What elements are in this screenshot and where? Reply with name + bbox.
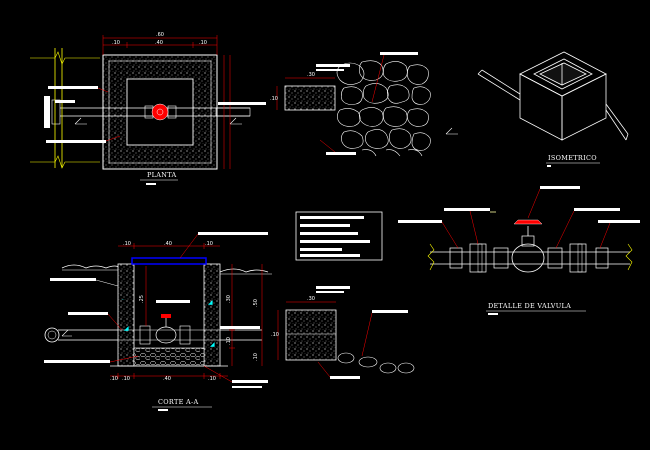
- svg-text:◢: ◢: [208, 299, 213, 306]
- slab-top-label-1: [316, 64, 350, 67]
- section-dim-right-total: .50: [253, 299, 259, 307]
- gravel-label: [380, 52, 418, 55]
- section-wall-left: [117, 263, 135, 367]
- plan-pipe-out: [215, 107, 251, 117]
- section-gravel-bed: [133, 347, 205, 367]
- plan-valve-handwheel: [151, 103, 169, 121]
- plan-break-line-bottom: [30, 155, 100, 169]
- section-dim-height: .25: [139, 295, 145, 303]
- gravel-detail: [336, 60, 431, 157]
- iso-left-face: [519, 73, 563, 141]
- slab-top-block: [284, 85, 336, 111]
- slab-bottom-label-3: [330, 376, 360, 379]
- plan-dim-left: .10: [112, 40, 120, 46]
- slab-bottom-side: .10: [271, 332, 279, 338]
- plan-box-inner-line: [126, 78, 194, 146]
- plan-dim-right: .10: [199, 40, 207, 46]
- plan-label-4: [218, 102, 266, 105]
- iso-right-face: [561, 73, 607, 141]
- section-union-left: [139, 325, 151, 345]
- section-dim-right-low: .10: [253, 353, 259, 361]
- slab-top-side: .10: [270, 96, 278, 102]
- section-label-base: [232, 380, 268, 383]
- section-valve-handwheel: [161, 314, 171, 318]
- slab-bottom-label-1: [316, 286, 350, 289]
- section-label-ground: [50, 278, 96, 281]
- plan-title: PLANTA: [147, 171, 177, 179]
- section-dim-right-mid: .10: [226, 337, 232, 345]
- section-dim-bot-right: .10: [208, 376, 216, 382]
- valve-adapter-right: [595, 247, 609, 269]
- plan-label-1: [48, 86, 98, 89]
- svg-text:◢: ◢: [210, 341, 215, 348]
- plan-label-3: [46, 140, 106, 143]
- section-dim-right-upper: .30: [226, 295, 232, 303]
- isometric-title: ISOMETRICO: [548, 154, 597, 162]
- valve-nipple-left: [493, 247, 509, 269]
- section-dim-top-left: .10: [123, 241, 131, 247]
- plan-dim-total: .60: [156, 32, 164, 38]
- section-wall-right: [203, 263, 221, 367]
- section-title: CORTE A-A: [158, 398, 199, 406]
- valve-body: [511, 243, 545, 273]
- plan-view: .60 .10 .40 .10 PLANTA: [30, 32, 266, 185]
- slab-detail-bottom: .30 .10: [271, 286, 415, 379]
- plan-main-pipe-cap: [44, 96, 50, 128]
- plan-break-line-top: [30, 51, 100, 65]
- section-marker-a-left: [74, 117, 87, 125]
- plan-valve-hub: [156, 108, 164, 116]
- slab-detail-top: .30 .10: [270, 64, 356, 155]
- slab-top-label-2: [326, 152, 356, 155]
- isometric-view: [477, 51, 629, 141]
- iso-top-opening: [533, 58, 593, 90]
- ground-line: [61, 264, 269, 273]
- plan-box-frame: [108, 60, 212, 164]
- section-dim-top-right: .10: [205, 241, 213, 247]
- svg-text:.: .: [122, 295, 124, 302]
- slab-bottom-block: [285, 309, 337, 361]
- svg-text:◢: ◢: [124, 325, 129, 332]
- section-lid: [131, 257, 207, 265]
- valve-adapter-left: [449, 247, 463, 269]
- section-view: . ◢ ◢ ◢ .10 .40 .10 .10 .10 .40 .10 .25 …: [44, 232, 272, 388]
- section-valve-body: [155, 326, 177, 344]
- notes-box: [295, 211, 383, 261]
- section-dim-top-center: .40: [164, 241, 172, 247]
- valve-handwheel: [513, 219, 543, 225]
- plan-dim-center: .40: [155, 40, 163, 46]
- section-label-pipe-right: [220, 326, 260, 329]
- section-union-right: [179, 325, 191, 345]
- section-dim-bot-left: .10: [110, 376, 118, 382]
- section-main-pipe: [44, 327, 60, 343]
- section-label-gravel: [44, 360, 110, 363]
- valve-detail: [398, 186, 640, 273]
- section-label-lid: [198, 232, 268, 235]
- slab-bottom-width: .30: [307, 296, 315, 302]
- plan-tee-fitting: [51, 99, 61, 125]
- valve-detail-title: DETALLE DE VALVULA: [488, 302, 571, 310]
- section-dim-bot-mid: .10: [122, 376, 130, 382]
- slab-bottom-label-2: [372, 310, 408, 313]
- section-dim-bot-center: .40: [163, 376, 171, 382]
- section-label-pipe: [68, 312, 108, 315]
- section-marker-a-right: [229, 117, 242, 125]
- section-label-valve: [156, 300, 190, 303]
- slab-top-width: .30: [307, 72, 315, 78]
- plan-label-2: [55, 100, 75, 103]
- valve-nipple-right: [547, 247, 563, 269]
